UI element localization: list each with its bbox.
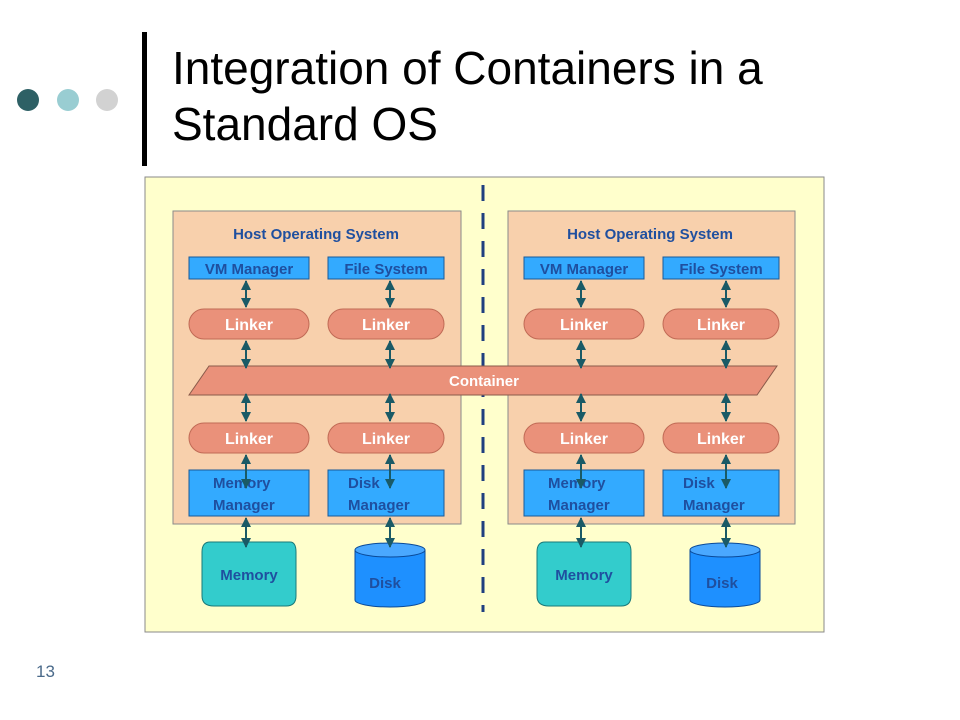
host-os-right: Host Operating System VM Manager File Sy… — [507, 210, 796, 608]
bullet-dot-teal — [57, 89, 79, 111]
disk-label-right: Disk — [706, 575, 738, 592]
disk-manager-line-1-left: Disk — [348, 475, 380, 492]
linker-bottom-2-label-right: Linker — [697, 431, 745, 448]
disk-manager-label-left: Disk Manager — [348, 475, 410, 514]
linker-bottom-1-label-left: Linker — [225, 431, 273, 448]
file-system-label-left: File System — [344, 261, 427, 278]
bullet-dot-dark — [17, 89, 39, 111]
linker-top-1-left — [188, 308, 310, 340]
memory-manager-line-2-left: Manager — [213, 497, 275, 514]
linker-bottom-2-right — [662, 422, 780, 454]
memory-shape-right — [536, 541, 632, 607]
linker-top-2-right — [662, 308, 780, 340]
container-label: Container — [449, 373, 519, 390]
memory-manager-line-1-left: Memory — [213, 475, 271, 492]
vm-manager-label-right: VM Manager — [540, 261, 629, 278]
linker-bottom-1-right — [523, 422, 645, 454]
disk-manager-label-right: Disk Manager — [683, 475, 745, 514]
memory-label-left: Memory — [220, 567, 278, 584]
linker-top-2-left — [327, 308, 445, 340]
disk-cylinder-left — [354, 550, 426, 608]
disk-manager-line-2-right: Manager — [683, 497, 745, 514]
host-os-right-label: Host Operating System — [567, 226, 733, 243]
title-accent-bar — [142, 32, 147, 166]
file-system-box-left — [327, 256, 445, 280]
container-shape — [188, 365, 778, 396]
host-os-left-label: Host Operating System — [233, 226, 399, 243]
linker-top-1-label-right: Linker — [560, 317, 608, 334]
linker-top-2-label-left: Linker — [362, 317, 410, 334]
vm-manager-box-right — [523, 256, 645, 280]
connector-arrows — [241, 280, 731, 548]
bullet-dot-light — [96, 89, 118, 111]
linker-bottom-1-label-right: Linker — [560, 431, 608, 448]
linker-top-1-right — [523, 308, 645, 340]
disk-label-left: Disk — [369, 575, 401, 592]
vm-manager-label-left: VM Manager — [205, 261, 294, 278]
slide-title-line-2: Standard OS — [172, 98, 438, 150]
disk-cylinder-right — [689, 550, 761, 608]
linker-bottom-1-left — [188, 422, 310, 454]
disk-manager-line-2-left: Manager — [348, 497, 410, 514]
memory-manager-line-2-right: Manager — [548, 497, 610, 514]
linker-bottom-2-left — [327, 422, 445, 454]
linker-top-2-label-right: Linker — [697, 317, 745, 334]
slide-title: Integration of Containers in a Standard … — [172, 40, 932, 152]
memory-label-right: Memory — [555, 567, 613, 584]
slide-title-line-1: Integration of Containers in a — [172, 42, 763, 94]
file-system-label-right: File System — [679, 261, 762, 278]
vm-manager-box-left — [188, 256, 310, 280]
memory-shape-left — [201, 541, 297, 607]
file-system-box-right — [662, 256, 780, 280]
linker-bottom-2-label-left: Linker — [362, 431, 410, 448]
linker-top-1-label-left: Linker — [225, 317, 273, 334]
disk-manager-line-1-right: Disk — [683, 475, 715, 492]
memory-manager-line-1-right: Memory — [548, 475, 606, 492]
page-number: 13 — [36, 662, 55, 681]
